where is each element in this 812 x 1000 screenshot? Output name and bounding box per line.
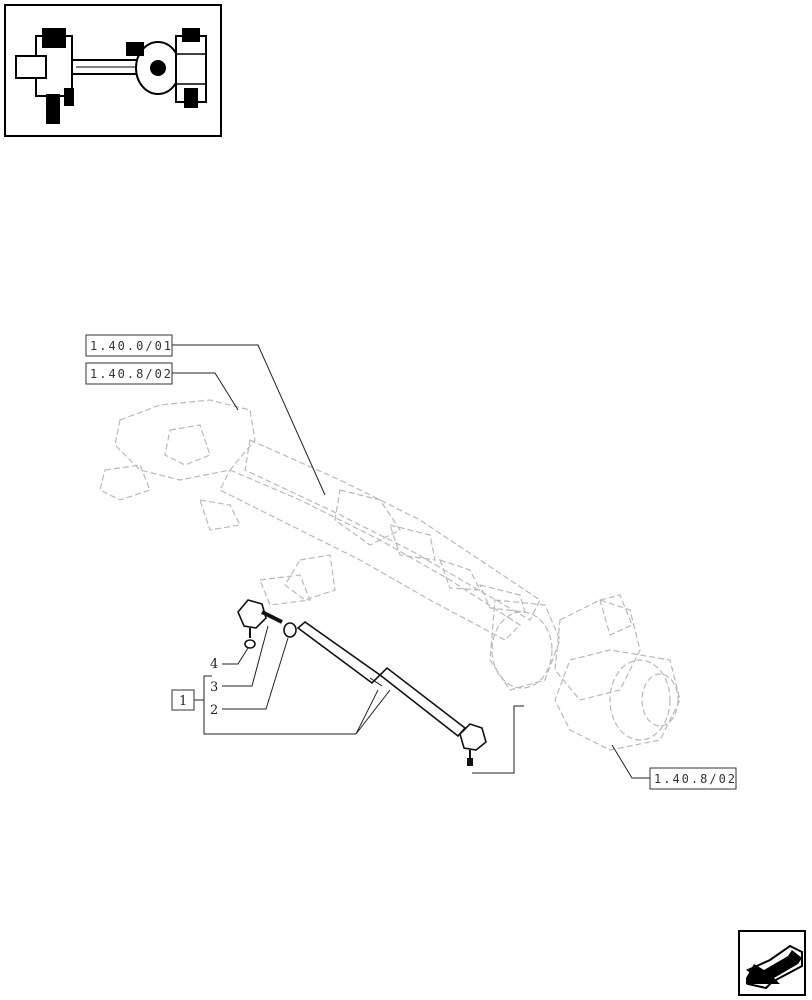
axle-ghost-outline: [99, 399, 681, 751]
part-number-4: 4: [210, 657, 218, 672]
ref-label-top-1: 1.40.0/01: [90, 339, 173, 353]
axle-thumbnail-icon: [15, 28, 207, 124]
kit-label-box[interactable]: 1: [171, 689, 195, 711]
locknut-part-3[interactable]: [283, 622, 297, 638]
tie-rod-assembly[interactable]: [237, 599, 487, 766]
arrow-back-icon: [745, 944, 803, 990]
tie-rod-tube[interactable]: [296, 620, 382, 685]
ref-label-bottom-right: 1.40.8/02: [654, 772, 737, 786]
tie-rod-end-left[interactable]: [237, 599, 267, 629]
previous-page-button[interactable]: [738, 930, 806, 996]
ref-box-bottom-right[interactable]: 1.40.8/02: [649, 767, 737, 790]
kit-label: 1: [179, 694, 187, 709]
ref-box-top-2[interactable]: 1.40.8/02: [85, 362, 173, 385]
ref-label-top-2: 1.40.8/02: [90, 367, 173, 381]
part-number-2: 2: [210, 703, 218, 718]
nut-part-4[interactable]: [244, 639, 256, 649]
tie-rod-end-right[interactable]: [459, 723, 487, 751]
axle-thumbnail[interactable]: [4, 4, 222, 137]
part-number-3: 3: [210, 680, 218, 695]
ref-box-top-1[interactable]: 1.40.0/01: [85, 334, 173, 357]
leader-lines: [172, 344, 650, 779]
tie-rod-tube-right[interactable]: [378, 666, 467, 738]
